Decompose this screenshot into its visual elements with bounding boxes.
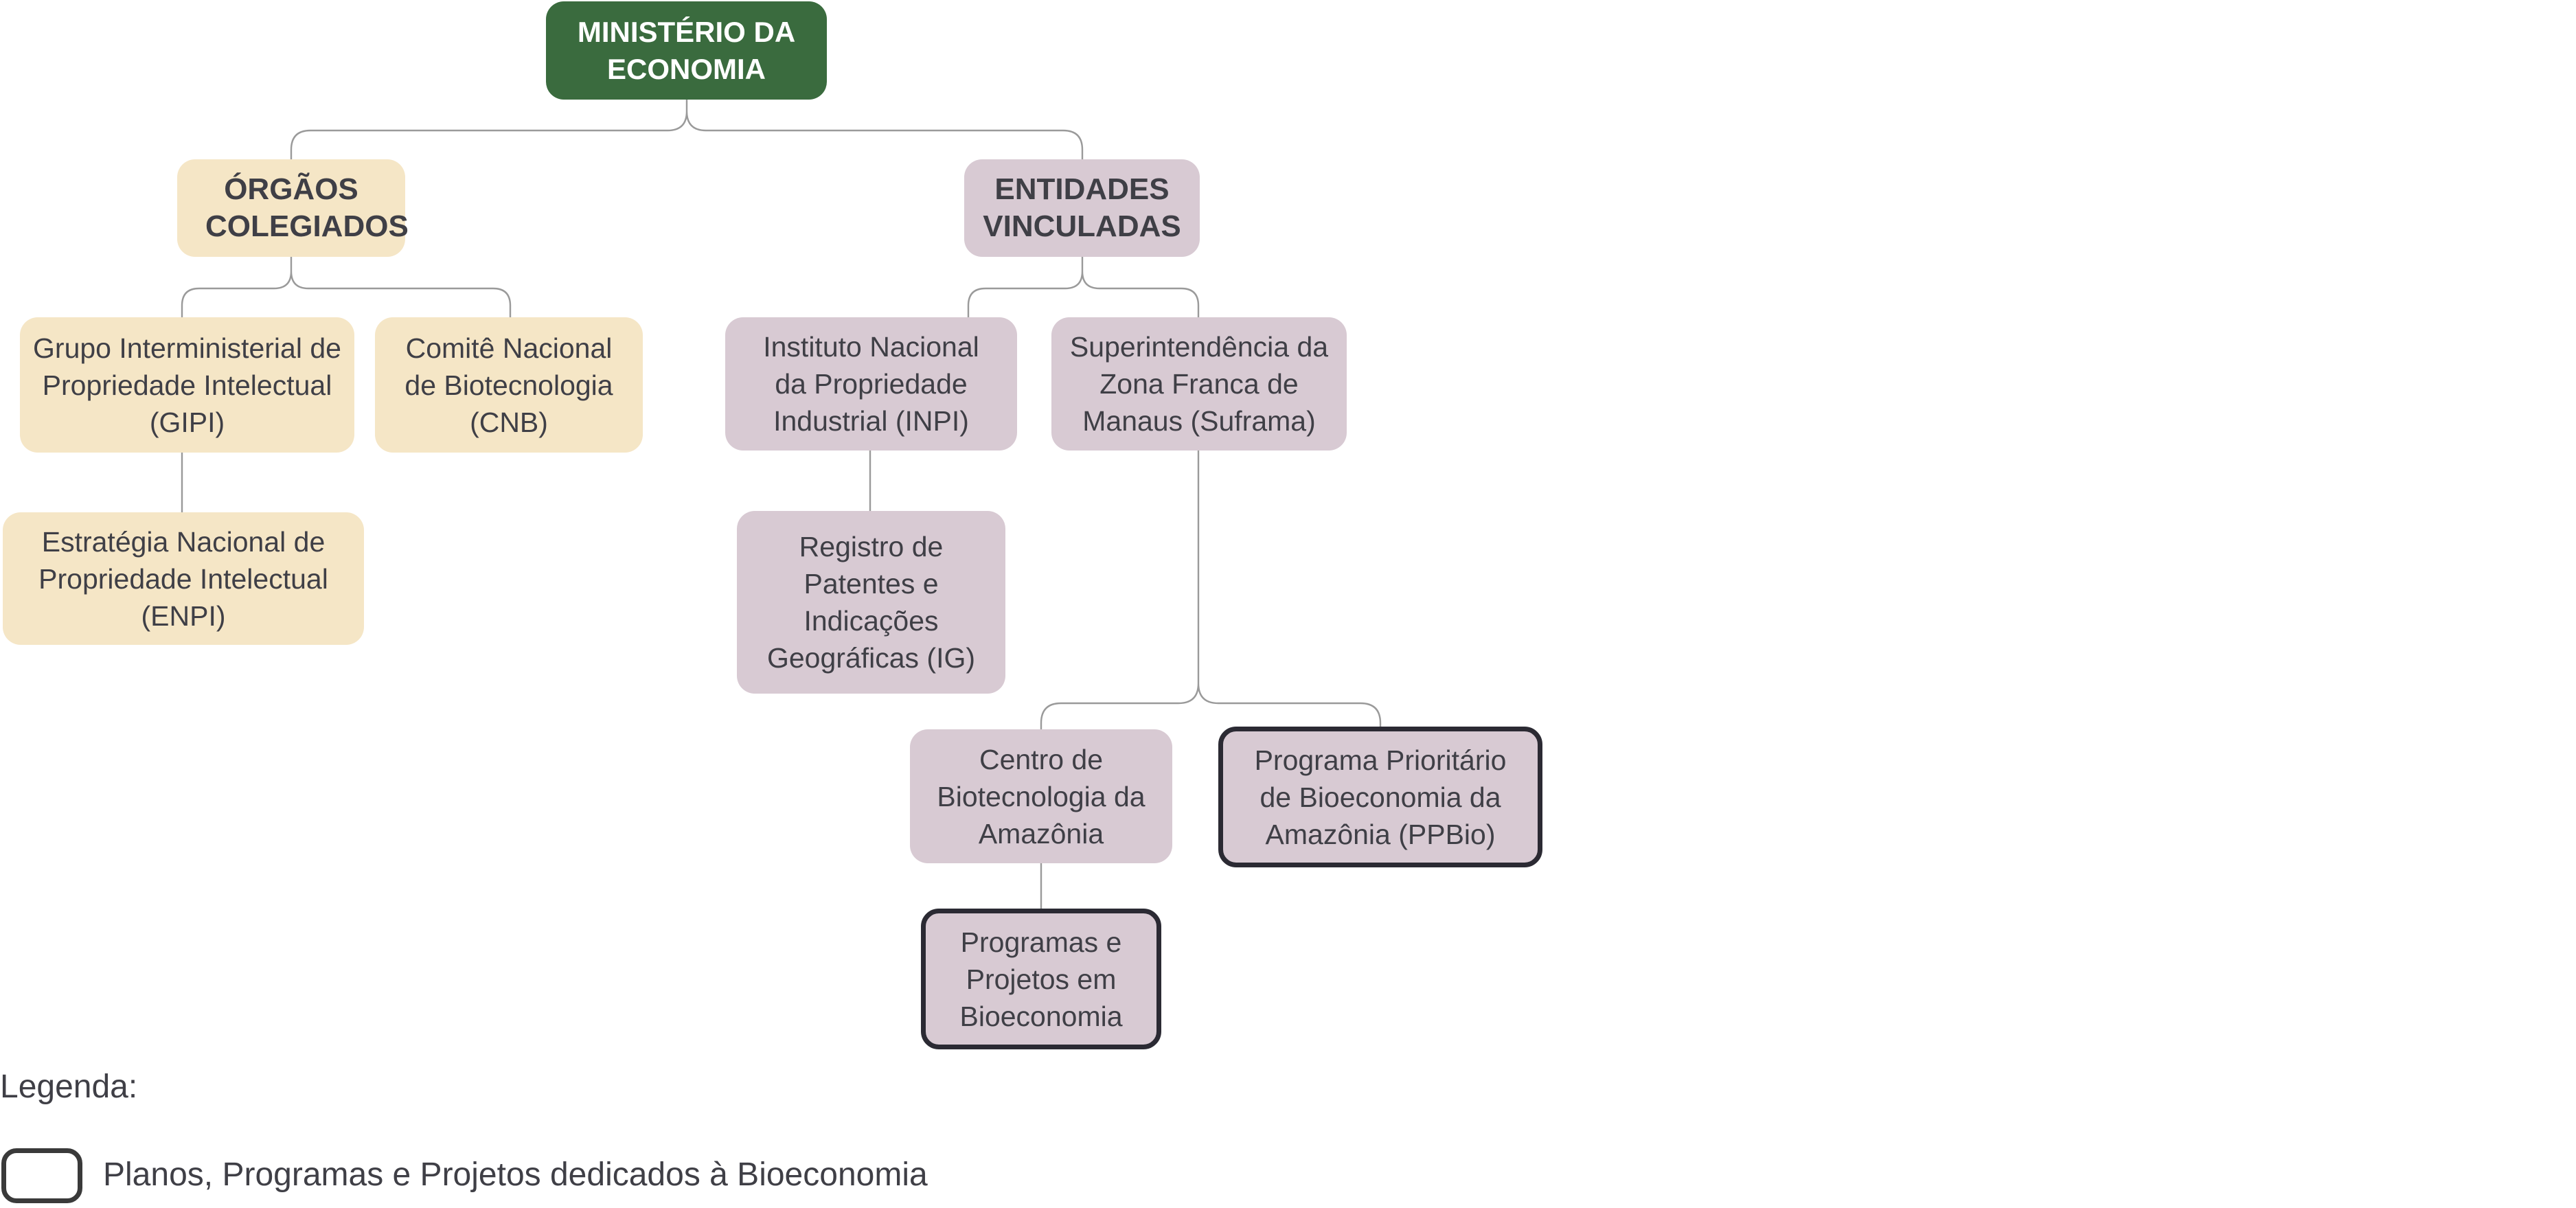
legend-dedicated-swatch — [1, 1148, 82, 1203]
node-ppbio: Programa Prioritário de Bioeconomia da A… — [1218, 727, 1542, 867]
connector-ministerio-to-branches — [290, 100, 1084, 159]
node-entidades-vinculadas: ENTIDADES VINCULADAS — [964, 159, 1200, 257]
node-label: Instituto Nacional da Propriedade Indust… — [763, 331, 979, 437]
node-centro-de-biotecnologia-da-amazonia: Centro de Biotecnologia da Amazônia — [910, 729, 1172, 863]
node-cnb: Comitê Nacional de Biotecnologia (CNB) — [375, 317, 643, 453]
node-label: MINISTÉRIO DA ECONOMIA — [577, 15, 796, 85]
node-label: Registro de Patentes e Indicações Geográ… — [766, 531, 976, 674]
node-programas-e-projetos-em-bioeconomia: Programas e Projetos em Bioeconomia — [921, 909, 1161, 1049]
node-suframa: Superintendência da Zona Franca de Manau… — [1051, 317, 1347, 451]
node-enpi: Estratégia Nacional de Propriedade Intel… — [3, 512, 364, 645]
node-label: Programas e Projetos em Bioeconomia — [959, 926, 1123, 1032]
node-orgaos-colegiados: ÓRGÃOS COLEGIADOS — [177, 159, 409, 257]
node-label: ÓRGÃOS COLEGIADOS — [205, 172, 409, 243]
node-registro-de-patentes: Registro de Patentes e Indicações Geográ… — [737, 511, 1005, 694]
legend-title: Legenda: — [0, 1069, 138, 1105]
connector-suframa-to-children — [1040, 451, 1382, 729]
node-label: Grupo Interministerial de Propriedade In… — [33, 332, 341, 438]
legend-dedicated-label: Planos, Programas e Projetos dedicados à… — [103, 1156, 928, 1193]
node-label: Superintendência da Zona Franca de Manau… — [1069, 331, 1329, 437]
node-label: Programa Prioritário de Bioeconomia da A… — [1254, 744, 1507, 850]
connector-orgaos-to-children — [181, 257, 512, 317]
node-label: Estratégia Nacional de Propriedade Intel… — [38, 525, 328, 632]
node-ministerio-da-economia: MINISTÉRIO DA ECONOMIA — [546, 1, 827, 100]
node-inpi: Instituto Nacional da Propriedade Indust… — [725, 317, 1017, 451]
node-gipi: Grupo Interministerial de Propriedade In… — [20, 317, 354, 453]
node-label: Centro de Biotecnologia da Amazônia — [937, 743, 1145, 850]
connector-entidades-to-children — [967, 257, 1200, 317]
node-label: ENTIDADES VINCULADAS — [983, 172, 1181, 243]
node-label: Comitê Nacional de Biotecnologia (CNB) — [404, 332, 613, 438]
